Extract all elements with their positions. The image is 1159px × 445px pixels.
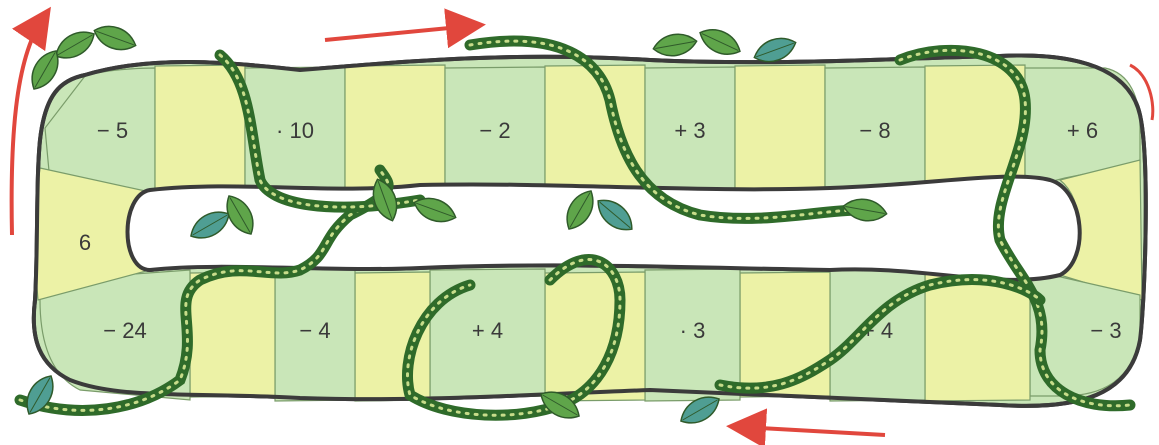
path-cell-top-1 bbox=[154, 64, 246, 190]
cell-label-bottom-10: − 24 bbox=[103, 318, 146, 343]
path-cell-bottom-9 bbox=[189, 271, 276, 398]
leaf-4 bbox=[699, 29, 741, 55]
cell-label-top-8: − 8 bbox=[859, 118, 890, 143]
leaf-10 bbox=[842, 198, 888, 222]
cell-label-top-10: + 6 bbox=[1067, 118, 1098, 143]
leaf-5 bbox=[753, 37, 797, 63]
path-cell-top-7 bbox=[734, 64, 826, 190]
leaf-9 bbox=[597, 199, 633, 231]
arrow-right-top-stub bbox=[1129, 63, 1155, 121]
cell-label-bottom-4: · 3 bbox=[680, 318, 706, 343]
cell-label-bottom-6: + 4 bbox=[472, 318, 503, 343]
leaf-8 bbox=[566, 190, 594, 230]
leaf-12 bbox=[226, 195, 254, 235]
vine-dots-4 bbox=[406, 258, 622, 417]
path-cell-top-8: − 8 bbox=[824, 66, 926, 190]
vine-dots-5 bbox=[718, 278, 1042, 390]
arrow-bottom-left bbox=[726, 408, 886, 445]
arrow-top-right bbox=[324, 8, 486, 49]
leaf-1 bbox=[93, 25, 137, 51]
path-cell-bottom-10: − 24 bbox=[39, 269, 191, 401]
leaf-14 bbox=[540, 391, 580, 419]
vine-dots-1 bbox=[218, 53, 422, 209]
cell-label-top-4: − 2 bbox=[479, 118, 510, 143]
leaf-2 bbox=[31, 50, 59, 90]
cell-label-bottom-0: − 3 bbox=[1090, 318, 1121, 343]
path-cell-top-4: − 2 bbox=[444, 66, 546, 190]
vine-dots-2 bbox=[468, 39, 862, 220]
board-outline-stroke bbox=[31, 53, 1148, 408]
leaf-0 bbox=[55, 31, 95, 59]
cell-label-top-2: · 10 bbox=[276, 118, 314, 143]
cell-label-top-6: + 3 bbox=[674, 118, 705, 143]
path-cell-bottom-6: + 4 bbox=[429, 268, 546, 398]
path-cell-bottom-8: − 4 bbox=[274, 268, 356, 402]
leaf-7 bbox=[413, 197, 457, 223]
cell-label-left-0: 6 bbox=[79, 230, 91, 255]
arrow-left-up bbox=[9, 6, 51, 236]
path-cell-top-3 bbox=[344, 64, 446, 194]
vine-dots-0 bbox=[18, 168, 390, 412]
leaf-6 bbox=[372, 178, 398, 222]
leaf-15 bbox=[680, 396, 720, 424]
leaf-3 bbox=[652, 33, 698, 57]
leaf-13 bbox=[26, 375, 54, 415]
cell-label-top-0: − 5 bbox=[97, 118, 128, 143]
cell-label-bottom-8: − 4 bbox=[299, 318, 330, 343]
vine-dots-3 bbox=[898, 48, 1132, 408]
path-cell-top-6: + 3 bbox=[644, 66, 736, 194]
path-cell-top-0: − 5 bbox=[44, 67, 156, 193]
